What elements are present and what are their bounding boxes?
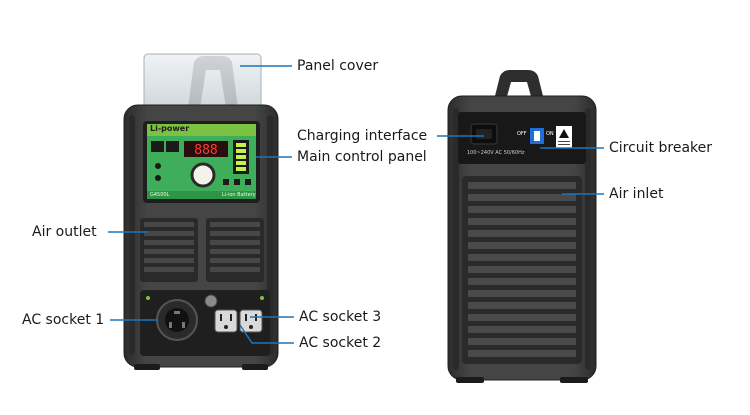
label-ac-socket-2: AC socket 2 — [299, 335, 381, 351]
ac-socket-1 — [157, 300, 197, 340]
back-foot-left — [456, 377, 484, 383]
panel-button-1 — [155, 163, 161, 169]
air-outlet-right — [206, 218, 264, 282]
air-inlet-grille — [462, 176, 582, 364]
front-left-rail — [129, 115, 135, 355]
label-air-inlet: Air inlet — [609, 186, 663, 202]
front-foot-left — [134, 364, 160, 370]
front-foot-right — [242, 364, 268, 370]
panel-cover — [144, 54, 261, 109]
voltage-text: 100~240V AC 50/60Hz — [467, 149, 525, 157]
label-charging-interface: Charging interface — [297, 128, 427, 144]
socket-led-2 — [260, 296, 264, 300]
battery-type-text: Li-ion Battery — [222, 191, 256, 199]
circuit-breaker — [530, 128, 544, 144]
air-outlet-left — [140, 218, 198, 282]
back-unit — [448, 70, 596, 383]
panel-button-5 — [245, 179, 251, 185]
small-display-2 — [166, 141, 179, 152]
panel-button-2 — [155, 175, 161, 181]
brand-logo-text: Li-power — [150, 124, 189, 134]
back-foot-right — [560, 377, 588, 383]
ac-socket-2 — [215, 310, 237, 332]
reset-button — [205, 295, 217, 307]
label-ac-socket-3: AC socket 3 — [299, 309, 381, 325]
breaker-off-text: OFF — [517, 131, 527, 138]
label-circuit-breaker: Circuit breaker — [609, 140, 712, 156]
label-panel-cover: Panel cover — [297, 58, 378, 74]
front-unit: 888 — [124, 54, 278, 370]
label-main-control-panel: Main control panel — [297, 149, 427, 165]
led-digits: 888 — [194, 143, 217, 158]
label-air-outlet: Air outlet — [32, 224, 97, 240]
small-display-1 — [151, 141, 164, 152]
model-text: G4500L — [150, 191, 169, 199]
socket-led-1 — [146, 296, 150, 300]
panel-button-3 — [223, 179, 229, 185]
warning-label — [556, 126, 572, 148]
panel-button-4 — [234, 179, 240, 185]
charging-interface — [471, 124, 497, 144]
control-knob — [192, 164, 214, 186]
breaker-on-text: ON — [546, 131, 554, 138]
label-ac-socket-1: AC socket 1 — [22, 312, 104, 328]
